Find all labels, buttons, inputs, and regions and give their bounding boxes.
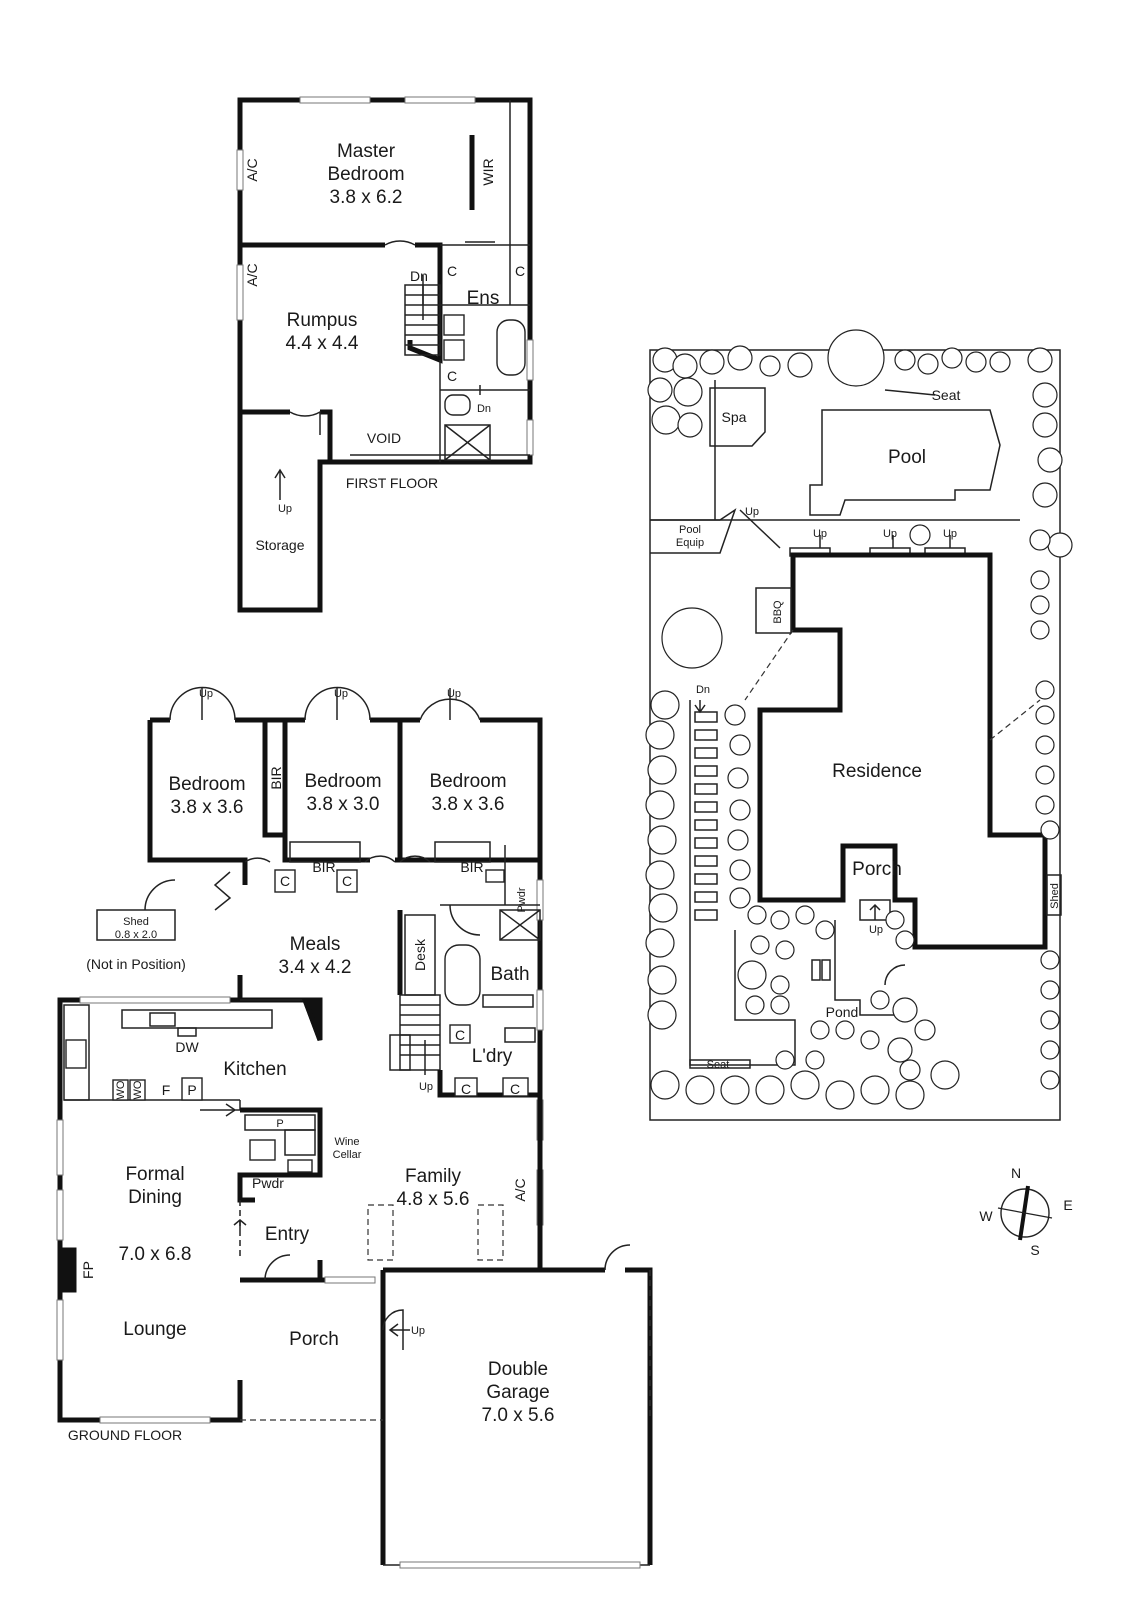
site-plan: Spa Seat Pool Pool Equip Up Up Up Up BBQ… (645, 329, 1073, 1121)
compass: N S E W (979, 1165, 1072, 1258)
cupboard-g3: C (455, 1027, 465, 1043)
bed1-up-label: Up (199, 688, 213, 700)
pantry-label-2: P (276, 1118, 283, 1130)
pool-label: Pool (888, 447, 926, 468)
ground-floor-plan: Up Up Up Bedroom 3.8 x 3.6 Bedroom 3.8 x… (56, 686, 653, 1569)
pool-equip-label: Pool (679, 524, 701, 536)
dishwasher-label: DW (175, 1039, 199, 1055)
site-up-label-1: Up (745, 506, 759, 518)
compass-north: N (1011, 1165, 1021, 1181)
site-up-label-3: Up (883, 528, 897, 540)
fridge-label: F (162, 1082, 171, 1098)
pwdr-label-lower: Pwdr (252, 1175, 284, 1191)
bbq-label: BBQ (772, 600, 784, 624)
site-porch-up-label: Up (869, 924, 883, 936)
cupboard-g4: C (461, 1081, 471, 1097)
rumpus-label: Rumpus (287, 310, 358, 331)
wall-oven-label-2: WO (132, 1080, 144, 1099)
formal-dining-label-2: Dining (128, 1187, 182, 1208)
pantry-label-1: P (187, 1082, 196, 1098)
wine-cellar-label-2: Cellar (333, 1149, 362, 1161)
ensuite-dn-label: Dn (477, 403, 491, 415)
garage-label-2: Garage (486, 1382, 549, 1403)
laundry-label: L'dry (472, 1046, 513, 1067)
meals-label: Meals (290, 934, 341, 955)
first-floor-title: FIRST FLOOR (346, 475, 438, 491)
compass-south: S (1030, 1242, 1039, 1258)
bedroom-1-size: 3.8 x 3.6 (171, 797, 244, 818)
bedroom-1-label: Bedroom (168, 774, 245, 795)
compass-east: E (1063, 1197, 1072, 1213)
rumpus-size: 4.4 x 4.4 (286, 333, 359, 354)
wall-oven-label-1: WO (115, 1080, 127, 1099)
storage-label: Storage (255, 537, 304, 553)
ground-floor-title: GROUND FLOOR (68, 1427, 182, 1443)
bir-label-2: BIR (312, 859, 335, 875)
stairs-up-label: Up (419, 1081, 433, 1093)
bedroom-2-size: 3.8 x 3.0 (307, 794, 380, 815)
entry-label: Entry (265, 1224, 310, 1245)
bath-label: Bath (490, 964, 529, 985)
ensuite-label: Ens (467, 288, 500, 309)
seat-label-top: Seat (932, 387, 961, 403)
family-label: Family (405, 1166, 461, 1187)
desk-label: Desk (412, 938, 428, 971)
compass-west: W (979, 1208, 993, 1224)
spa-label: Spa (722, 409, 747, 425)
cupboard-label-2: C (515, 263, 525, 279)
shed-label: Shed (123, 916, 149, 928)
master-bedroom-label-2: Bedroom (327, 164, 404, 185)
cupboard-label-1: C (447, 263, 457, 279)
first-floor-plan: Master Bedroom 3.8 x 6.2 WIR A/C A/C Rum… (236, 96, 534, 613)
residence-label: Residence (832, 761, 922, 782)
ac-label-master: A/C (244, 158, 260, 181)
void-label: VOID (367, 430, 401, 446)
bed3-up-label: Up (447, 688, 461, 700)
shed-size: 0.8 x 2.0 (115, 929, 157, 941)
bedroom-3-label: Bedroom (429, 771, 506, 792)
site-up-label-4: Up (943, 528, 957, 540)
fireplace-label: FP (80, 1261, 96, 1279)
ac-label-rumpus: A/C (244, 263, 260, 286)
seat-label-bottom: Seat (707, 1059, 730, 1071)
site-trees (645, 329, 1073, 1110)
kitchen-label: Kitchen (223, 1059, 286, 1080)
pwdr-label-upper: Pwdr (516, 887, 528, 912)
bedroom-2-label: Bedroom (304, 771, 381, 792)
site-porch-label: Porch (852, 859, 902, 880)
porch-up-label: Up (411, 1325, 425, 1337)
cupboard-g1: C (280, 873, 290, 889)
site-dn-label: Dn (696, 684, 710, 696)
wir-label: WIR (480, 158, 496, 185)
pool-equip-label-2: Equip (676, 537, 704, 549)
master-bedroom-label: Master (337, 141, 396, 162)
bedroom-3-size: 3.8 x 3.6 (432, 794, 505, 815)
formal-dining-label: Formal (125, 1164, 184, 1185)
cupboard-g2: C (342, 873, 352, 889)
bir-label-3: BIR (460, 859, 483, 875)
wine-cellar-label-1: Wine (334, 1136, 359, 1148)
cupboard-label-3: C (447, 368, 457, 384)
family-size: 4.8 x 5.6 (397, 1189, 470, 1210)
site-up-label-2: Up (813, 528, 827, 540)
storage-up-label: Up (278, 503, 292, 515)
pond-label: Pond (826, 1004, 859, 1020)
garage-label: Double (488, 1359, 548, 1380)
cupboard-g5: C (510, 1081, 520, 1097)
garage-size: 7.0 x 5.6 (482, 1405, 555, 1426)
meals-size: 3.4 x 4.2 (279, 957, 352, 978)
lounge-label: Lounge (123, 1319, 186, 1340)
site-shed-label: Shed (1049, 883, 1061, 909)
master-bedroom-size: 3.8 x 6.2 (330, 187, 403, 208)
stairs-dn-label: Dn (410, 268, 428, 284)
bir-label-1: BIR (268, 766, 284, 789)
ac-label-family: A/C (512, 1178, 528, 1201)
lounge-size: 7.0 x 6.8 (119, 1244, 192, 1265)
shed-note: (Not in Position) (86, 956, 186, 972)
porch-label: Porch (289, 1329, 339, 1350)
bed2-up-label: Up (334, 688, 348, 700)
